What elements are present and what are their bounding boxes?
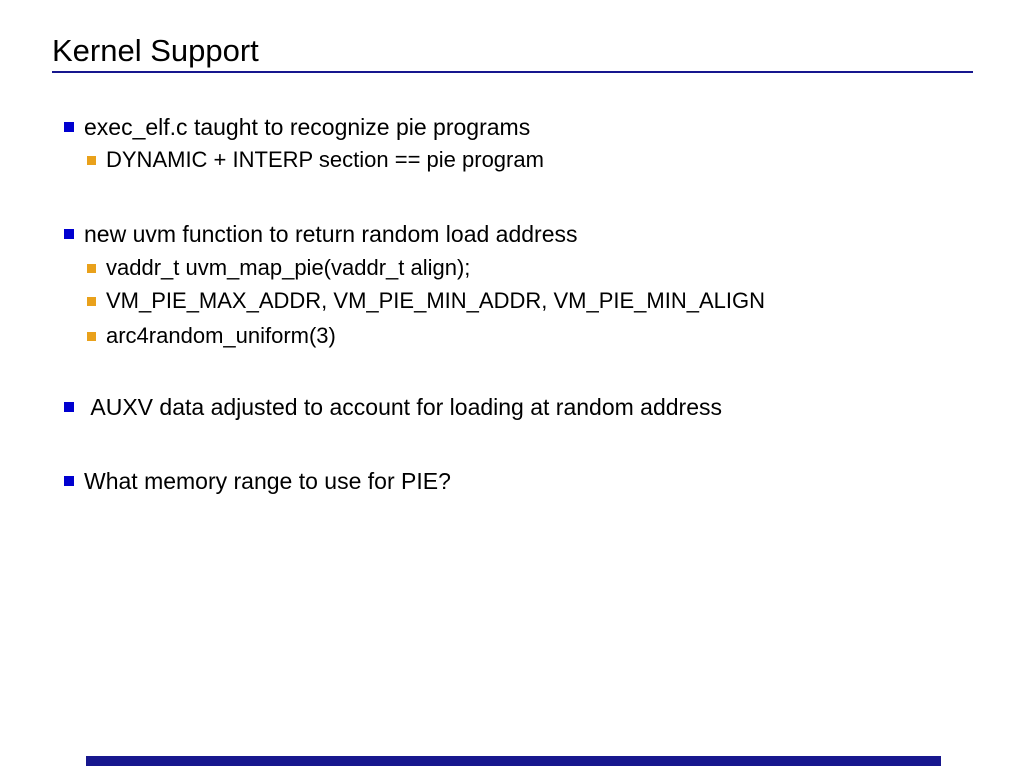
bullet-text: VM_PIE_MAX_ADDR, VM_PIE_MIN_ADDR, VM_PIE… <box>106 288 765 313</box>
bullet-item: exec_elf.c taught to recognize pie progr… <box>64 112 530 142</box>
square-bullet-icon <box>64 229 74 239</box>
bullet-text: exec_elf.c taught to recognize pie progr… <box>84 114 531 140</box>
bullet-text: What memory range to use for PIE? <box>84 468 451 494</box>
sub-bullet-item: VM_PIE_MAX_ADDR, VM_PIE_MIN_ADDR, VM_PIE… <box>87 286 765 316</box>
sub-bullet-item: arc4random_uniform(3) <box>87 321 336 351</box>
sub-bullet-item: vaddr_t uvm_map_pie(vaddr_t align); <box>87 253 470 283</box>
square-bullet-icon <box>87 263 96 273</box>
bullet-item: AUXV data adjusted to account for loadin… <box>64 392 722 422</box>
square-bullet-icon <box>64 122 74 132</box>
bullet-item: What memory range to use for PIE? <box>64 466 451 496</box>
title-underline <box>52 71 973 73</box>
bullet-text: new uvm function to return random load a… <box>84 221 578 247</box>
bullet-text: arc4random_uniform(3) <box>106 323 336 348</box>
square-bullet-icon <box>87 155 96 165</box>
page-title: Kernel Support <box>52 33 259 68</box>
footer-bar <box>86 756 941 766</box>
bullet-text: DYNAMIC + INTERP section == pie program <box>106 147 544 172</box>
bullet-text: vaddr_t uvm_map_pie(vaddr_t align); <box>106 255 471 280</box>
square-bullet-icon <box>64 402 74 412</box>
bullet-text: AUXV data adjusted to account for loadin… <box>84 394 723 420</box>
square-bullet-icon <box>87 331 96 341</box>
square-bullet-icon <box>64 476 74 486</box>
bullet-item: new uvm function to return random load a… <box>64 219 578 249</box>
square-bullet-icon <box>87 296 96 306</box>
sub-bullet-item: DYNAMIC + INTERP section == pie program <box>87 145 544 175</box>
